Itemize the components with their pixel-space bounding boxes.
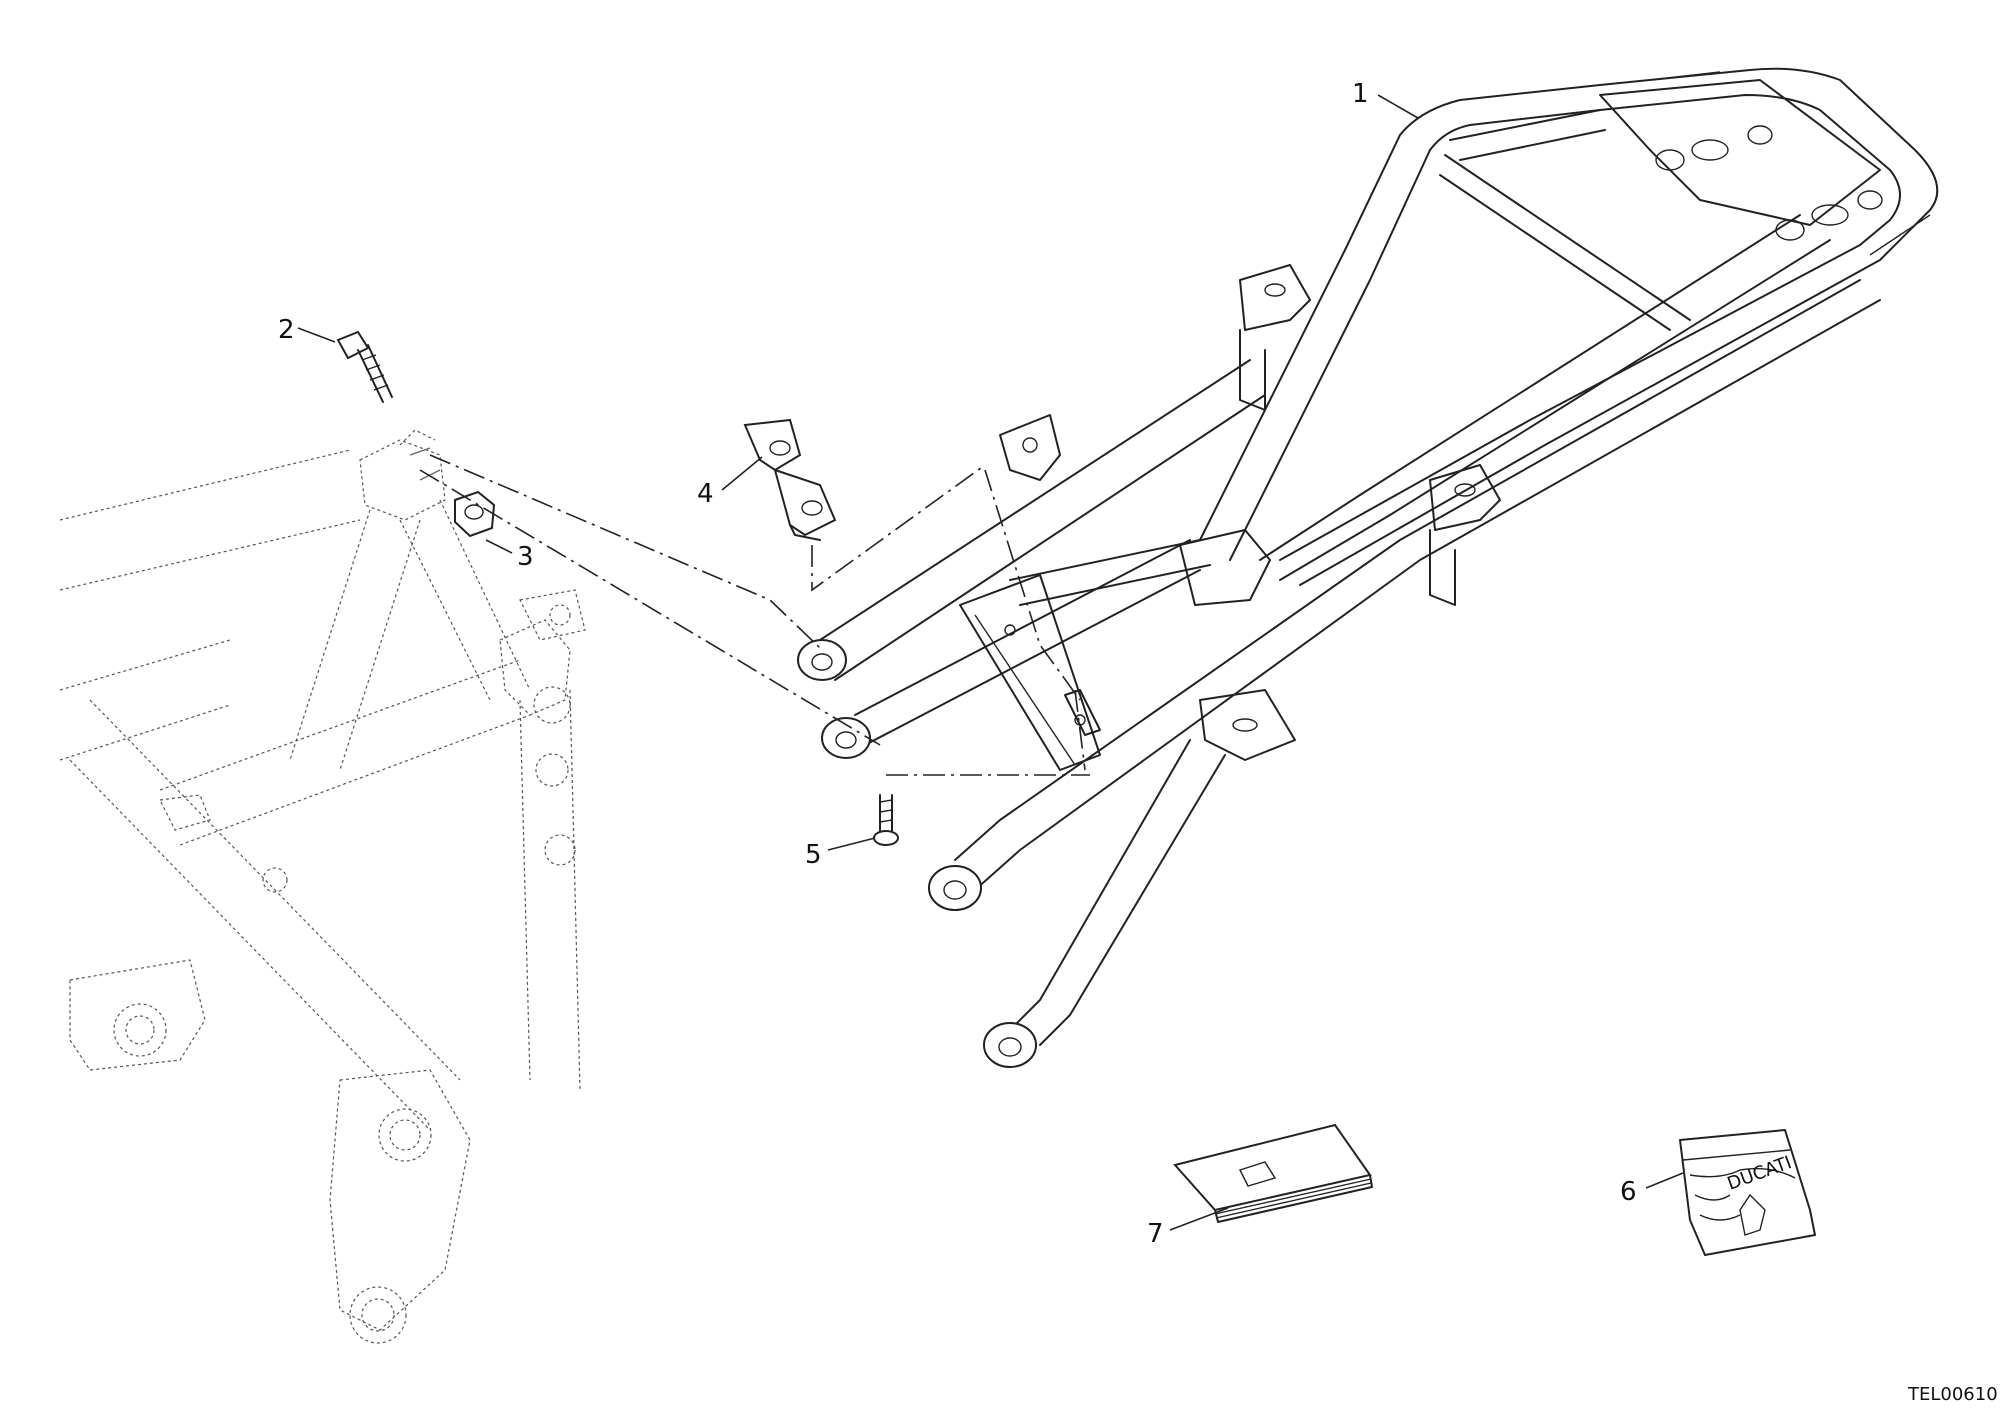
part-3-nut (454, 490, 496, 538)
part-5-screw (873, 794, 899, 846)
callout-4: 4 (697, 479, 714, 509)
callout-2: 2 (278, 315, 295, 345)
callout-3: 3 (517, 542, 534, 572)
callout-1: 1 (1352, 79, 1369, 109)
callout-7: 7 (1147, 1219, 1164, 1249)
rear-subframe (797, 67, 1939, 1068)
part-4-bracket (743, 418, 837, 541)
leader-lines (297, 94, 1684, 1231)
callout-5: 5 (805, 840, 822, 870)
callout-6: 6 (1620, 1177, 1637, 1207)
pouch-logo-text: DUCATI (1725, 1152, 1795, 1195)
part-6-pouch: DUCATI (1679, 1129, 1816, 1256)
part-2-bolt (336, 330, 393, 403)
main-frame-ghost (59, 429, 586, 1344)
part-7-manual (1173, 1123, 1373, 1223)
drawing-code: TEL00610 (1907, 1384, 1998, 1405)
alignment-lines (419, 454, 1090, 776)
